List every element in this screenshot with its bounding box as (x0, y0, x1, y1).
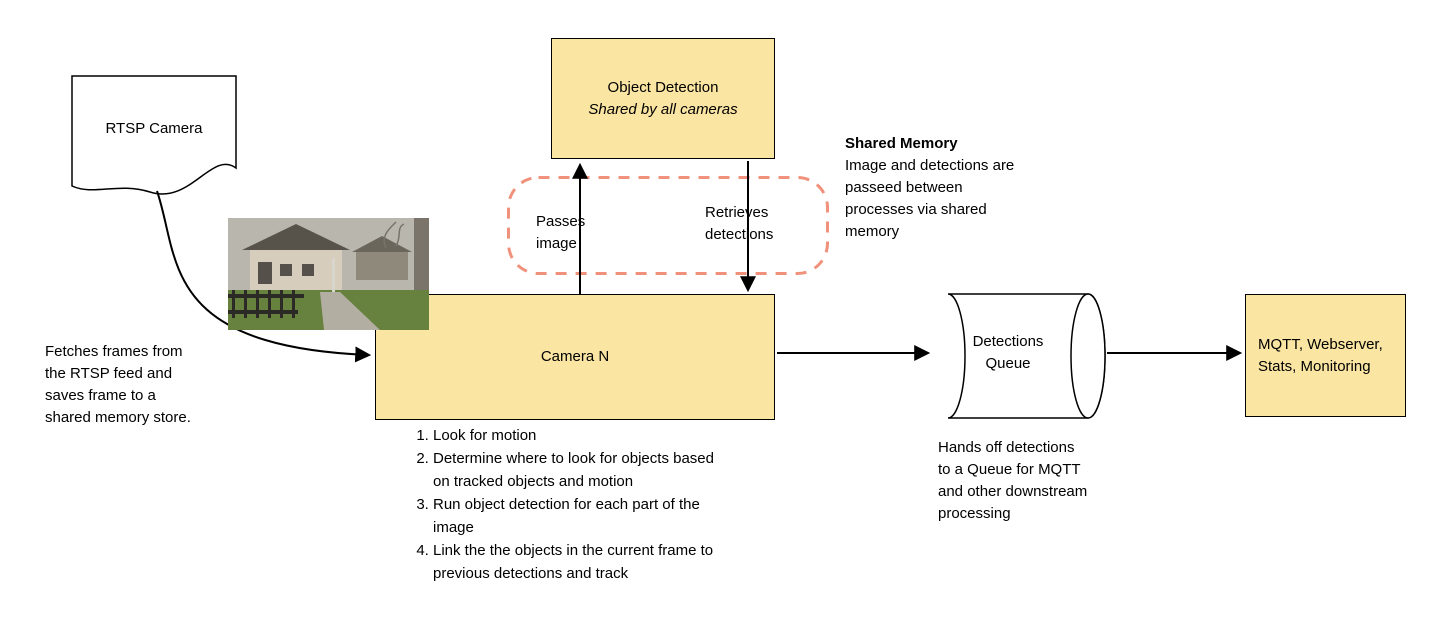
outputs-node: MQTT, Webserver, Stats, Monitoring (1245, 294, 1406, 417)
rtsp-camera-label: RTSP Camera (105, 120, 203, 137)
camera-n-node: Camera N (375, 294, 775, 420)
rtsp-camera-shape (71, 75, 237, 195)
shared-memory-note: Shared Memory Image and detections are p… (845, 133, 1027, 243)
object-detection-subtitle: Shared by all cameras (588, 100, 738, 118)
passes-image-label: Passes image (536, 213, 586, 252)
detections-queue-shape (947, 293, 1106, 419)
camera-n-label: Camera N (540, 348, 610, 365)
shared-memory-title: Shared Memory (845, 135, 958, 152)
outputs-label: MQTT, Webserver, Stats, Monitoring (1258, 335, 1383, 375)
camera-snapshot-image (228, 218, 429, 330)
shared-memory-dashed-box (507, 176, 829, 275)
rtsp-to-camera-arrow (156, 190, 372, 363)
fetch-note: Fetches frames from the RTSP feed and sa… (45, 343, 191, 426)
retrieves-detections-label: Retrieves detections (705, 204, 774, 243)
object-detection-node: Object Detection Shared by all cameras (551, 38, 775, 159)
camera-step: Run object detection for each part of th… (433, 493, 715, 539)
object-detection-title: Object Detection (607, 78, 719, 96)
camera-step: Determine where to look for objects base… (433, 447, 715, 493)
camera-step: Look for motion (433, 424, 715, 447)
shared-memory-body: Image and detections are passeed between… (845, 157, 1015, 240)
detections-queue-note: Hands off detections to a Queue for MQTT… (938, 439, 1088, 522)
camera-n-steps: Look for motion Determine where to look … (383, 424, 763, 585)
detections-queue-label: Detections Queue (972, 333, 1044, 372)
camera-step: Link the the objects in the current fram… (433, 539, 715, 585)
